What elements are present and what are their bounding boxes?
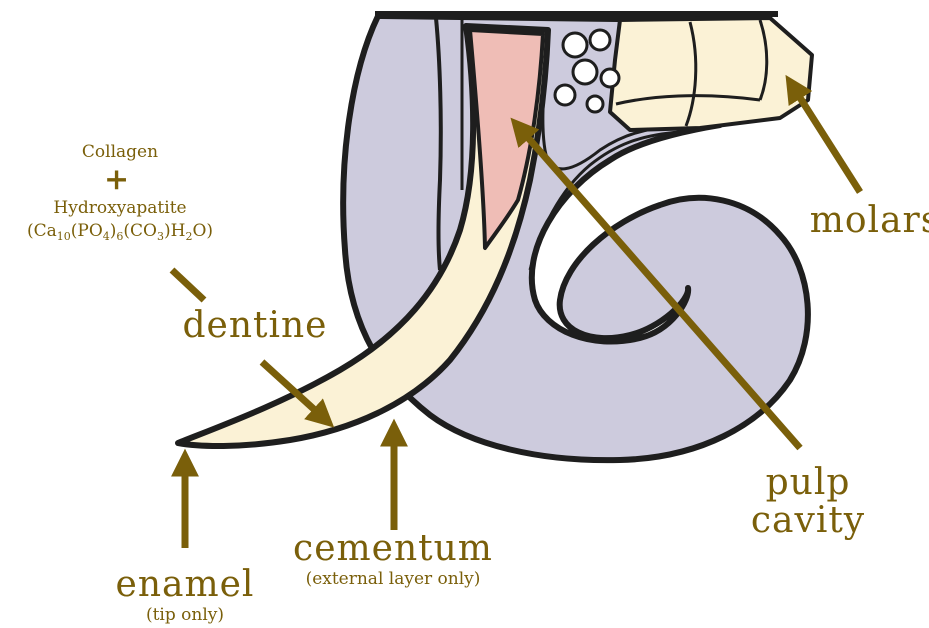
cementum-label: cementum (293, 528, 493, 569)
pulp-label-line1: pulp (766, 462, 851, 503)
molars-label: molars (810, 200, 929, 241)
composition-note: Collagen + Hydroxyapatite (Ca10(PO4)6(CO… (27, 142, 213, 300)
plus-sign: + (104, 162, 129, 197)
jaw-illustration (178, 14, 812, 460)
hydroxyapatite-label: Hydroxyapatite (53, 198, 186, 218)
cementum-note: (external layer only) (306, 569, 481, 589)
molar-block (610, 18, 812, 130)
pulp-label-line2: cavity (751, 500, 865, 541)
enamel-label: enamel (116, 564, 255, 605)
hydroxyapatite-formula: (Ca10(PO4)6(CO3)H2O) (27, 221, 213, 243)
molars-arrow (790, 82, 860, 192)
enamel-note: (tip only) (146, 605, 224, 625)
collagen-label: Collagen (82, 142, 158, 162)
dentine-label: dentine (182, 305, 327, 346)
composition-connector (172, 270, 204, 300)
